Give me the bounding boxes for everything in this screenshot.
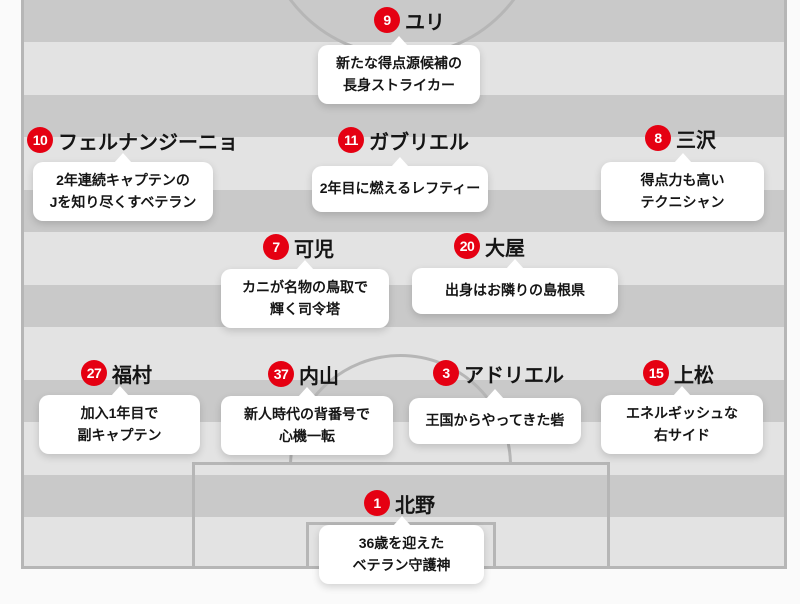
player-name: フェルナンジーニョ: [58, 131, 238, 154]
player-tag[interactable]: 1 北野: [364, 490, 435, 517]
player-tag[interactable]: 27 福村: [81, 360, 152, 387]
player-number-badge: 37: [268, 361, 294, 387]
player-name: 福村: [112, 364, 152, 387]
touchline-right: [784, 0, 787, 569]
player-number-badge: 10: [27, 127, 53, 153]
bubble-line: 輝く司令塔: [270, 300, 340, 317]
player-number-badge: 8: [645, 125, 671, 151]
bubble-line: 王国からやってきた砦: [425, 412, 565, 429]
bubble-line: 副キャプテン: [77, 426, 162, 443]
player-number-badge: 20: [454, 233, 480, 259]
player-description-bubble: 加入1年目で 副キャプテン: [39, 395, 200, 455]
player-description-bubble: 新たな得点源候補の 長身ストライカー: [318, 45, 480, 105]
player-name: 上松: [674, 364, 714, 387]
player-number-badge: 1: [364, 490, 390, 516]
player-name: 大屋: [485, 237, 525, 260]
bubble-line: 長身ストライカー: [343, 76, 455, 93]
player-number-badge: 7: [263, 234, 289, 260]
bubble-line: Jを知り尽くすベテラン: [49, 193, 197, 210]
bubble-line: 加入1年目で: [80, 405, 159, 421]
player-description-bubble: 2年目に燃えるレフティー: [312, 166, 488, 212]
player-tag[interactable]: 9 ユリ: [374, 7, 445, 34]
player-description-bubble: カニが名物の鳥取で 輝く司令塔: [221, 269, 389, 329]
player-description-bubble: 新人時代の背番号で 心機一転: [221, 396, 393, 456]
bubble-line: 得点力も高い: [640, 172, 725, 188]
player-tag[interactable]: 8 三沢: [645, 125, 716, 152]
player-description-bubble: 36歳を迎えた ベテラン守護神: [319, 525, 484, 585]
player-name: 三沢: [676, 129, 716, 152]
bubble-line: 2年連続キャプテンの: [56, 172, 190, 188]
player-tag[interactable]: 11 ガブリエル: [338, 127, 469, 154]
player-name: アドリエル: [464, 364, 564, 387]
player-number-badge: 15: [643, 360, 669, 386]
player-name: 可児: [294, 238, 334, 261]
bubble-line: 新たな得点源候補の: [336, 55, 462, 71]
player-number-badge: 11: [338, 127, 364, 153]
player-tag[interactable]: 10 フェルナンジーニョ: [27, 127, 238, 154]
player-description-bubble: 得点力も高い テクニシャン: [601, 162, 764, 222]
bubble-line: エネルギッシュな: [626, 405, 738, 421]
bubble-line: 2年目に燃えるレフティー: [319, 180, 481, 197]
bubble-line: 出身はお隣りの島根県: [445, 282, 585, 299]
bubble-line: 新人時代の背番号で: [244, 406, 370, 422]
player-description-bubble: 2年連続キャプテンの Jを知り尽くすベテラン: [33, 162, 213, 222]
bubble-line: 心機一転: [279, 427, 335, 444]
bubble-line: テクニシャン: [640, 193, 725, 210]
player-description-bubble: 出身はお隣りの島根県: [412, 268, 618, 314]
player-description-bubble: エネルギッシュな 右サイド: [601, 395, 763, 455]
player-number-badge: 9: [374, 7, 400, 33]
player-tag[interactable]: 37 内山: [268, 361, 339, 388]
player-number-badge: 3: [433, 360, 459, 386]
player-description-bubble: 王国からやってきた砦: [409, 398, 581, 444]
player-name: ガブリエル: [369, 131, 469, 154]
bubble-line: 右サイド: [654, 426, 710, 443]
player-tag[interactable]: 3 アドリエル: [433, 360, 564, 387]
player-name: ユリ: [405, 11, 445, 34]
penalty-area-line: [192, 462, 610, 566]
player-tag[interactable]: 20 大屋: [454, 233, 525, 260]
bubble-line: カニが名物の鳥取で: [242, 279, 368, 295]
touchline-left: [21, 0, 24, 569]
player-name: 内山: [299, 365, 339, 388]
bubble-line: 36歳を迎えた: [358, 535, 445, 551]
player-name: 北野: [395, 494, 435, 517]
player-number-badge: 27: [81, 360, 107, 386]
player-tag[interactable]: 15 上松: [643, 360, 714, 387]
bubble-line: ベテラン守護神: [352, 556, 451, 573]
player-tag[interactable]: 7 可児: [263, 234, 334, 261]
